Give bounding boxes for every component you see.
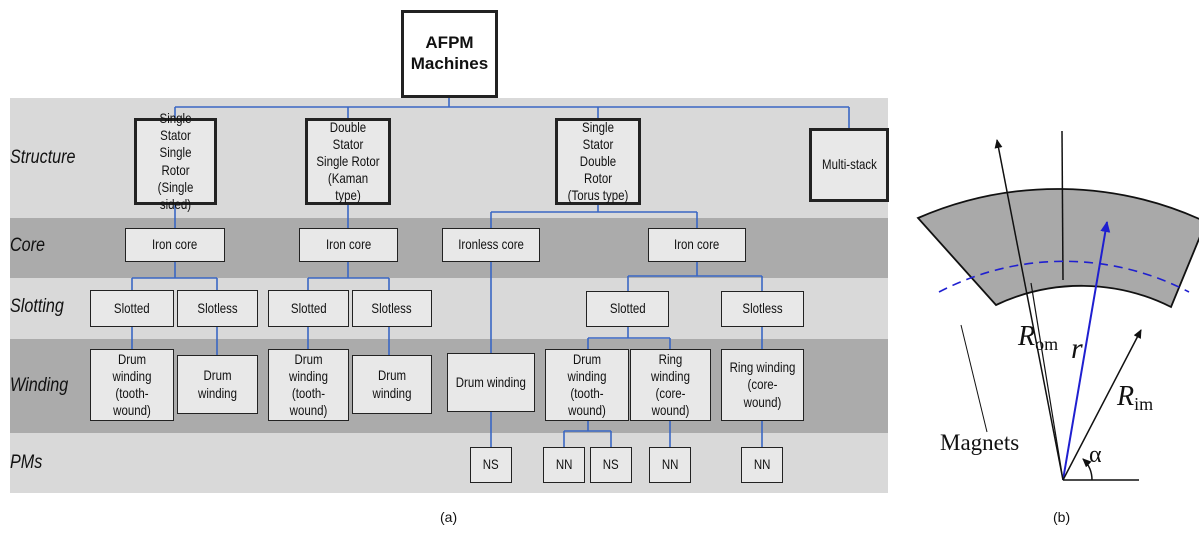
label-r-om: R bbox=[1017, 321, 1035, 352]
row-label-slotting: Slotting bbox=[10, 296, 64, 317]
svg-text:Rim: Rim bbox=[1116, 381, 1153, 414]
connector-lines bbox=[131, 98, 850, 447]
label-r-om-sub: om bbox=[1035, 334, 1058, 354]
node-label: Drum winding (tooth-wound) bbox=[112, 350, 152, 419]
node-slotless-2: Slotless bbox=[352, 290, 432, 327]
node-multi-stack: Multi-stack bbox=[809, 128, 889, 202]
label-alpha: α bbox=[1089, 442, 1102, 468]
node-iron-core-2: Iron core bbox=[299, 228, 398, 262]
node-slotted-2: Slotted bbox=[268, 290, 349, 327]
svg-text:Rom: Rom bbox=[1017, 321, 1058, 354]
node-label: Multi-stack bbox=[821, 156, 877, 173]
node-iron-core-3: Iron core bbox=[648, 228, 746, 262]
node-single-stator-double-rotor: Single Stator Double Rotor (Torus type) bbox=[555, 118, 641, 205]
node-label: Iron core bbox=[674, 236, 720, 253]
node-label: Ring winding (core-wound) bbox=[729, 359, 796, 410]
node-label: NN bbox=[555, 456, 573, 473]
label-magnets: Magnets bbox=[940, 430, 1019, 455]
node-drum-winding-2: Drum winding bbox=[352, 355, 432, 414]
node-pm-nn-3: NN bbox=[741, 447, 783, 483]
label-r-im-sub: im bbox=[1134, 394, 1153, 414]
row-label-structure: Structure bbox=[10, 147, 76, 168]
node-double-stator-single-rotor: Double Stator Single Rotor (Kaman type) bbox=[305, 118, 391, 205]
root-node: AFPM Machines bbox=[401, 10, 498, 98]
magnet-sector-shape bbox=[916, 188, 1199, 309]
row-label-pms: PMs bbox=[10, 452, 43, 473]
node-drum-winding-tooth-1: Drum winding (tooth-wound) bbox=[90, 349, 174, 421]
node-label: Drum winding bbox=[455, 373, 527, 390]
node-label: Slotless bbox=[742, 300, 783, 317]
caption-a: (a) bbox=[440, 509, 458, 525]
node-single-stator-single-rotor: Single Stator Single Rotor (Single sided… bbox=[134, 110, 217, 212]
node-drum-winding-3: Drum winding bbox=[447, 353, 535, 412]
node-label: Single Stator Single Rotor (Single sided… bbox=[157, 110, 194, 212]
node-label: NS bbox=[603, 456, 619, 473]
magnet-sector-figure: Rom r Rim Magnets α bbox=[916, 130, 1199, 481]
label-r-im: R bbox=[1116, 381, 1134, 412]
node-label: Ring winding (core-wound) bbox=[651, 350, 690, 419]
node-iron-core-1: Iron core bbox=[125, 228, 225, 262]
node-label: Drum winding (tooth-wound) bbox=[289, 350, 328, 419]
node-ironless-core: Ironless core bbox=[442, 228, 540, 262]
node-label: NN bbox=[753, 456, 771, 473]
node-pm-nn-1: NN bbox=[543, 447, 585, 483]
node-label: Slotted bbox=[114, 299, 150, 316]
node-slotless-1: Slotless bbox=[177, 290, 258, 327]
node-drum-winding-tooth-2: Drum winding (tooth-wound) bbox=[268, 349, 349, 421]
caption-b: (b) bbox=[1053, 509, 1071, 525]
node-pm-ns-2: NS bbox=[590, 447, 632, 483]
node-label: NS bbox=[483, 456, 499, 473]
node-label: Drum winding bbox=[198, 367, 237, 401]
node-label: Slotted bbox=[290, 299, 327, 316]
node-pm-nn-2: NN bbox=[649, 447, 691, 483]
node-label: Single Stator Double Rotor (Torus type) bbox=[567, 118, 629, 204]
label-r: r bbox=[1071, 332, 1083, 365]
node-slotted-1: Slotted bbox=[90, 290, 174, 327]
node-slotted-3: Slotted bbox=[586, 291, 669, 327]
node-label: Slotted bbox=[609, 300, 646, 317]
node-label: Drum winding (tooth-wound) bbox=[567, 350, 607, 419]
node-label: Iron core bbox=[325, 236, 372, 253]
node-label: NN bbox=[661, 456, 679, 473]
node-drum-winding-1: Drum winding bbox=[177, 355, 258, 414]
node-label: Slotless bbox=[371, 299, 413, 316]
node-label: Ironless core bbox=[458, 236, 524, 253]
node-pm-ns-1: NS bbox=[470, 447, 512, 483]
node-label: Iron core bbox=[152, 236, 198, 253]
node-slotless-3: Slotless bbox=[721, 291, 804, 327]
row-label-core: Core bbox=[10, 235, 46, 256]
row-label-winding: Winding bbox=[10, 375, 69, 396]
node-ring-winding-1: Ring winding (core-wound) bbox=[630, 349, 711, 421]
node-label: Drum winding bbox=[372, 367, 412, 401]
node-label: Double Stator Single Rotor (Kaman type) bbox=[316, 118, 380, 204]
node-drum-winding-tooth-3: Drum winding (tooth-wound) bbox=[545, 349, 629, 421]
node-ring-winding-2: Ring winding (core-wound) bbox=[721, 349, 804, 421]
node-label: Slotless bbox=[197, 299, 238, 316]
